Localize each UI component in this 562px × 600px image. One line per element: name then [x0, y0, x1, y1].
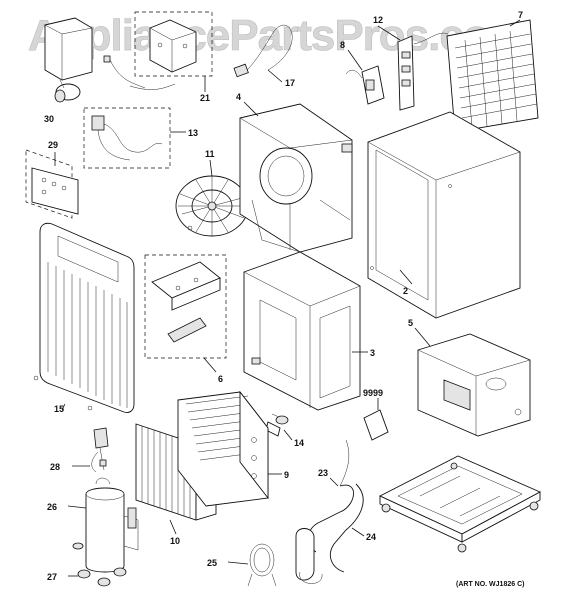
callout-24: 24	[366, 532, 376, 542]
watermark: AppliancePartsPros.com	[28, 11, 527, 60]
callout-14: 14	[294, 438, 304, 448]
callout-25: 25	[207, 558, 217, 568]
callout-3: 3	[370, 348, 375, 358]
part-2-cabinet[interactable]	[367, 111, 521, 319]
part-7-rear-grille[interactable]	[446, 19, 539, 133]
art-number: (ART NO. WJ1826 C)	[456, 581, 524, 588]
part-5-bucket[interactable]	[417, 333, 531, 437]
part-4-blower-housing[interactable]	[239, 103, 353, 253]
callout-27: 27	[47, 572, 57, 582]
part-26-compressor[interactable]	[85, 477, 139, 573]
part-21-harness-group[interactable]	[103, 11, 213, 90]
part-17-power-cord[interactable]	[233, 24, 293, 83]
callout-10: 10	[170, 536, 180, 546]
part-8-switch[interactable]	[345, 65, 385, 105]
part-29-control-panel[interactable]	[25, 149, 79, 219]
part-9-evaporator[interactable]	[177, 390, 269, 507]
callout-6: 6	[218, 374, 223, 384]
part-25-wire-clip[interactable]	[247, 543, 277, 587]
callout-23: 23	[318, 468, 328, 478]
part-24-drain-hose[interactable]	[295, 483, 364, 584]
callout-17: 17	[285, 78, 295, 88]
part-27-grommets[interactable]	[72, 542, 127, 587]
part-6-control-board[interactable]	[144, 254, 227, 359]
part-9999-manual[interactable]	[363, 409, 389, 441]
callout-9: 9	[284, 470, 289, 480]
callout-4: 4	[236, 92, 241, 102]
callout-28: 28	[50, 462, 60, 472]
part-11-blower-wheel[interactable]	[175, 175, 249, 237]
callout-26: 26	[47, 502, 57, 512]
callout-8: 8	[340, 40, 345, 50]
callout-13: 13	[188, 128, 198, 138]
part-12-control-bracket[interactable]	[397, 32, 449, 111]
part-13-harness[interactable]	[83, 107, 171, 169]
part-28-strainer[interactable]	[91, 427, 109, 473]
part-3-chassis[interactable]	[243, 251, 361, 411]
callout-30: 30	[44, 114, 54, 124]
part-14-float-switch[interactable]	[265, 413, 289, 437]
callout-29: 29	[48, 140, 58, 150]
callout-2: 2	[403, 286, 408, 296]
callout-7: 7	[518, 10, 523, 20]
callout-15: 15	[54, 404, 64, 414]
callout-5: 5	[408, 318, 413, 328]
callout-11: 11	[205, 149, 215, 159]
callout-9999: 9999	[363, 388, 383, 398]
callout-21: 21	[200, 93, 210, 103]
callout-12: 12	[373, 15, 383, 25]
part-base-pan[interactable]	[378, 455, 542, 553]
part-15-front-grille[interactable]	[33, 222, 135, 413]
part-30-transformer[interactable]	[44, 17, 93, 103]
